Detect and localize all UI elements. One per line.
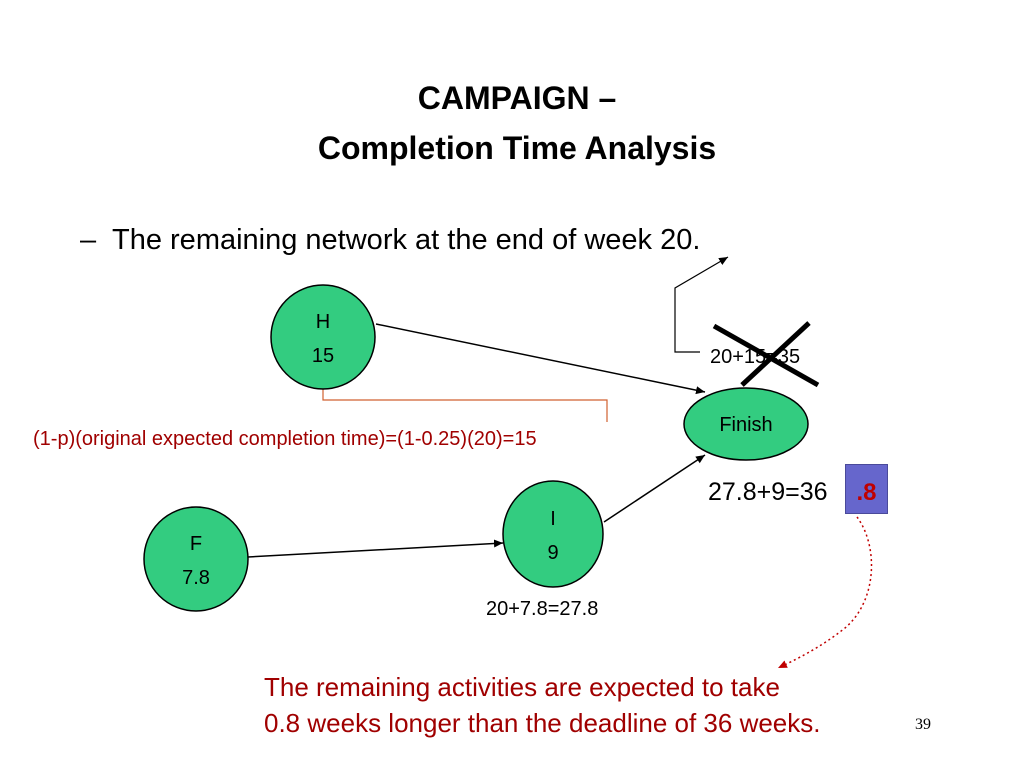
page-number: 39 <box>915 716 931 733</box>
i-calc-label: 20+7.8=27.8 <box>486 598 599 620</box>
node-i: I 9 <box>502 480 604 588</box>
badge-connector <box>777 516 873 669</box>
node-f-circle <box>143 506 249 612</box>
node-f: F 7.8 <box>143 506 249 612</box>
cross-out-icon <box>712 321 820 388</box>
finish-calc-label: 27.8+9=36 <box>708 478 828 506</box>
node-f-value: 7.8 <box>182 567 210 589</box>
node-i-circle <box>502 480 604 588</box>
h-formula-label: (1-p)(original expected completion time)… <box>33 428 537 450</box>
edge-h-to-finish <box>375 323 706 395</box>
conclusion-line-2: 0.8 weeks longer than the deadline of 36… <box>264 708 821 738</box>
node-f-name: F <box>190 533 202 555</box>
node-finish-ellipse <box>683 387 809 461</box>
node-h-name: H <box>316 311 330 333</box>
edge-f-to-i <box>247 539 504 558</box>
overrun-badge: .8 <box>845 464 888 514</box>
node-h-circle <box>270 284 376 390</box>
bullet-text: The remaining network at the end of week… <box>112 224 701 256</box>
node-h: H 15 <box>270 284 376 390</box>
node-h-value: 15 <box>312 345 334 367</box>
bullet-marker: – <box>80 224 97 256</box>
conclusion-line-1: The remaining activities are expected to… <box>264 672 780 702</box>
bullet-item: –The remaining network at the end of wee… <box>80 224 700 257</box>
slide-title-line-2: Completion Time Analysis <box>317 130 717 166</box>
node-finish: Finish <box>683 387 809 461</box>
formula-connector <box>319 366 608 422</box>
overrun-badge-value: .8 <box>856 479 877 506</box>
calc-connector <box>674 256 729 353</box>
edge-i-to-finish <box>603 454 706 523</box>
slide-title-line-1: CAMPAIGN – <box>417 80 617 116</box>
node-i-name: I <box>550 508 556 530</box>
node-finish-name: Finish <box>719 414 772 436</box>
node-i-value: 9 <box>547 542 558 564</box>
